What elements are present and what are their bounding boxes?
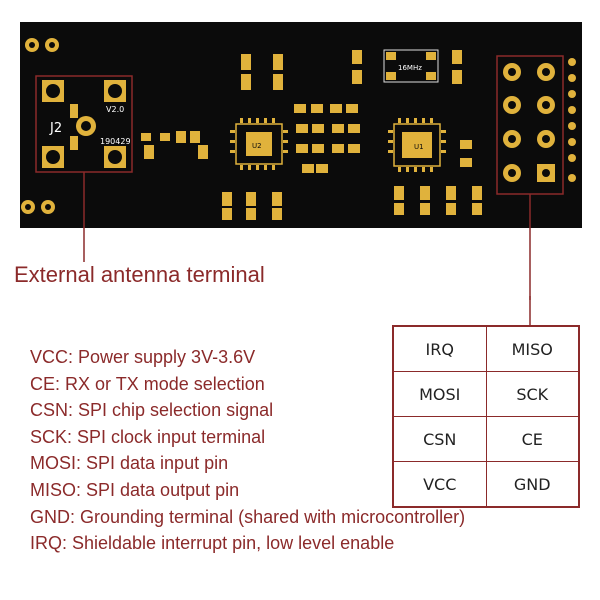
desc-mosi: MOSI: SPI data input pin [30, 453, 229, 474]
crystal-label: 16MHz [398, 64, 422, 72]
pinout-table: IRQ MISO MOSI SCK CSN CE VCC GND [392, 325, 580, 508]
pin-cell-irq: IRQ [392, 325, 487, 372]
pinout-row: VCC GND [392, 461, 580, 508]
mounting-pads-bottom-left [21, 200, 55, 214]
header-leader-extension [529, 296, 531, 326]
antenna-terminal-title: External antenna terminal [14, 262, 265, 287]
desc-gnd: GND: Grounding terminal (shared with mic… [30, 506, 466, 527]
pin-cell-ce: CE [485, 416, 580, 462]
pcb-board-image: J2 V2.0 190429 U [20, 22, 582, 300]
pinout-row: MOSI SCK [392, 371, 580, 417]
desc-vcc: VCC: Power supply 3V-3.6V [30, 347, 256, 367]
passive-components [141, 50, 482, 220]
connector-label: J2 [49, 121, 62, 136]
desc-sck: SCK: SPI clock input terminal [30, 426, 266, 447]
desc-miso: MISO: SPI data output pin [30, 479, 240, 500]
pin-cell-gnd: GND [485, 461, 580, 508]
chip-u2 [230, 118, 288, 170]
mounting-pads-top-left [25, 38, 59, 52]
pin-cell-sck: SCK [485, 371, 580, 417]
edge-pads-right [568, 58, 576, 182]
date-code-text: 190429 [100, 137, 131, 146]
pin-cell-csn: CSN [392, 416, 487, 462]
version-text: V2.0 [106, 105, 124, 114]
pinout-row: CSN CE [392, 416, 580, 462]
desc-ce: CE: RX or TX mode selection [30, 373, 265, 394]
pin-cell-vcc: VCC [392, 461, 487, 508]
pin-descriptions: VCC: Power supply 3V-3.6V CE: RX or TX m… [30, 344, 465, 557]
chip-u1 [388, 118, 446, 172]
chip-u1-label: U1 [414, 143, 424, 151]
desc-csn: CSN: SPI chip selection signal [30, 400, 274, 421]
crystal-16mhz [383, 49, 439, 83]
pin-cell-miso: MISO [485, 325, 580, 372]
chip-u2-label: U2 [252, 142, 262, 150]
pin-cell-mosi: MOSI [392, 371, 487, 417]
pinout-row: IRQ MISO [392, 325, 580, 372]
desc-irq: IRQ: Shieldable interrupt pin, low level… [30, 533, 395, 554]
pin-header-8pin [496, 55, 564, 195]
